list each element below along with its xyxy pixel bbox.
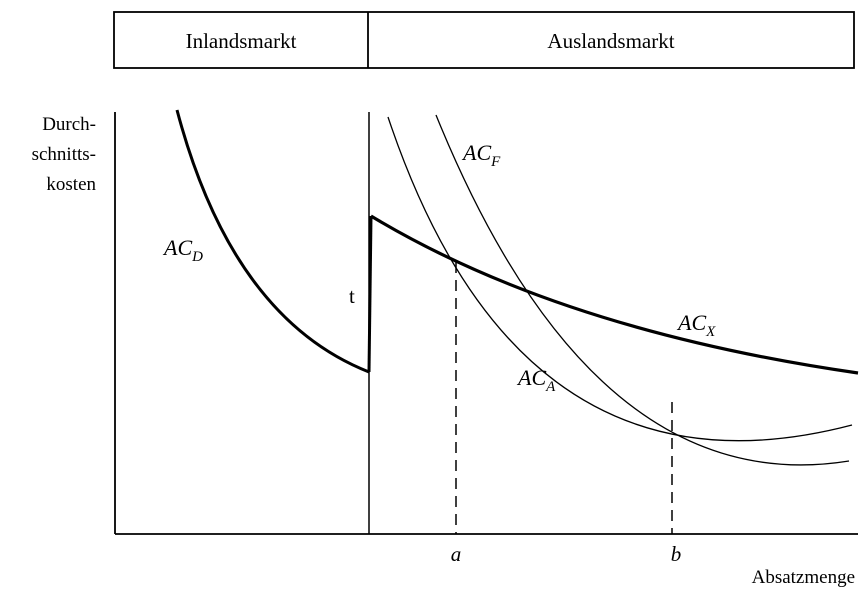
header-box (113, 11, 855, 69)
label-b: b (671, 542, 682, 566)
label-ac-d: ACD (162, 235, 203, 265)
y-label-line-3: kosten (46, 174, 96, 195)
curve-ac-a (387, 116, 853, 442)
label-t: t (349, 284, 355, 308)
curve-ac-x (370, 214, 859, 375)
market-header: Inlandsmarkt Auslandsmarkt (113, 11, 855, 69)
header-inlandsmarkt: Inlandsmarkt (186, 29, 297, 53)
y-label-line-2: schnitts- (32, 144, 96, 165)
y-axis-label: Durch- schnitts- kosten (32, 114, 97, 195)
label-ac-f: ACF (461, 140, 501, 170)
header-auslandsmarkt: Auslandsmarkt (547, 29, 674, 53)
curve-ac-d (175, 109, 370, 374)
tariff-jump-t (367, 215, 373, 373)
label-ac-a: ACA (516, 365, 556, 395)
label-a: a (451, 542, 462, 566)
label-ac-x: ACX (676, 310, 716, 340)
x-axis-label: Absatzmenge (752, 567, 855, 588)
y-label-line-1: Durch- (42, 114, 96, 135)
curve-ac-f (435, 114, 850, 466)
